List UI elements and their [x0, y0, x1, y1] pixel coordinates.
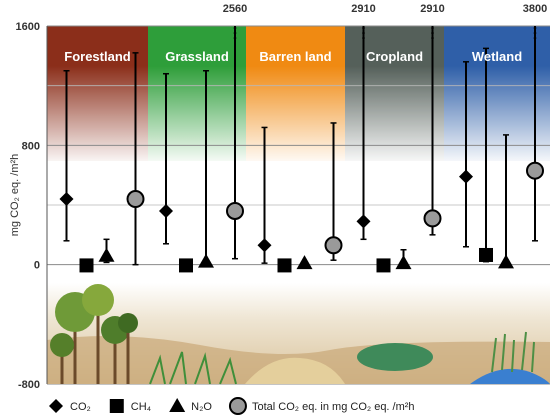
point-circle [126, 190, 145, 209]
point-square [376, 258, 391, 273]
point-square [79, 258, 94, 273]
wetland-reeds [491, 331, 535, 373]
point-circle [226, 201, 244, 220]
category-label: Barren land [259, 49, 331, 64]
point-triangle [296, 255, 313, 270]
y-axis-label: mg CO₂ eq. /m²h [9, 154, 21, 237]
point-diamond [356, 214, 371, 229]
grass-tufts [149, 351, 237, 385]
overflow-dot [362, 31, 365, 35]
y-axis: -800 0 800 1600 mg CO₂ eq. /m²h [9, 21, 48, 391]
tree-crown-3 [50, 333, 74, 357]
overflow-label: 2910 [420, 3, 444, 15]
category-label: Forestland [64, 49, 131, 64]
category-labels: Forestland Grassland Barren land Cropland We… [64, 3, 547, 64]
overflow-dot [362, 36, 365, 40]
point-circle [526, 161, 544, 180]
point-diamond [459, 169, 473, 184]
point-circle [423, 209, 442, 228]
overflow-dot [233, 36, 237, 40]
point-triangle [498, 254, 514, 269]
point-triangle [198, 253, 214, 268]
overflow-dot [233, 31, 237, 35]
legend: CO₂ CH₄ N₂O Total CO₂ eq. in mg CO₂ eq. /m²… [49, 397, 415, 415]
overflow-label: 3800 [523, 3, 547, 15]
category-label: Grassland [165, 49, 229, 64]
overflow-dot [431, 26, 434, 30]
sand-mound [245, 357, 345, 384]
legend-marker-diamond [49, 399, 63, 413]
point-triangle [395, 255, 412, 270]
point-circle [324, 236, 343, 255]
point-diamond [59, 192, 74, 207]
tree-crown-4 [118, 313, 138, 333]
point-diamond [257, 238, 272, 253]
category-label: Wetland [472, 49, 522, 64]
overflow-label: 2910 [351, 3, 375, 15]
legend-marker-triangle [169, 398, 186, 412]
overflow-label: 2560 [223, 3, 247, 15]
overflow-dot [431, 36, 434, 40]
y-tick-label: 0 [34, 260, 40, 272]
band-fade [47, 66, 550, 166]
overflow-dot [533, 31, 537, 35]
y-tick-label: 1600 [16, 21, 40, 33]
y-tick-label: -800 [18, 379, 40, 391]
overflow-dot [362, 26, 365, 30]
category-label: Cropland [366, 49, 423, 64]
tree-crown-1 [82, 284, 114, 316]
wetland-water [470, 368, 550, 384]
overflow-dot [533, 36, 537, 40]
data-marks [59, 26, 544, 273]
legend-label: N₂O [191, 401, 212, 413]
legend-label: CO₂ [70, 401, 91, 413]
legend-label: Total CO₂ eq. in mg CO₂ eq. /m²h [252, 401, 415, 413]
point-triangle [98, 247, 115, 262]
point-square [277, 258, 292, 273]
legend-marker-square [109, 399, 124, 413]
overflow-dot [533, 26, 537, 30]
y-tick-label: 800 [22, 140, 40, 152]
point-square [479, 247, 493, 262]
legend-marker-circle [228, 397, 247, 415]
point-square [179, 258, 193, 273]
overflow-dot [233, 26, 237, 30]
crop-field [357, 343, 433, 371]
overflow-dot [431, 31, 434, 35]
point-diamond [159, 203, 173, 218]
landscape-illustration [47, 283, 550, 385]
legend-label: CH₄ [131, 401, 152, 413]
